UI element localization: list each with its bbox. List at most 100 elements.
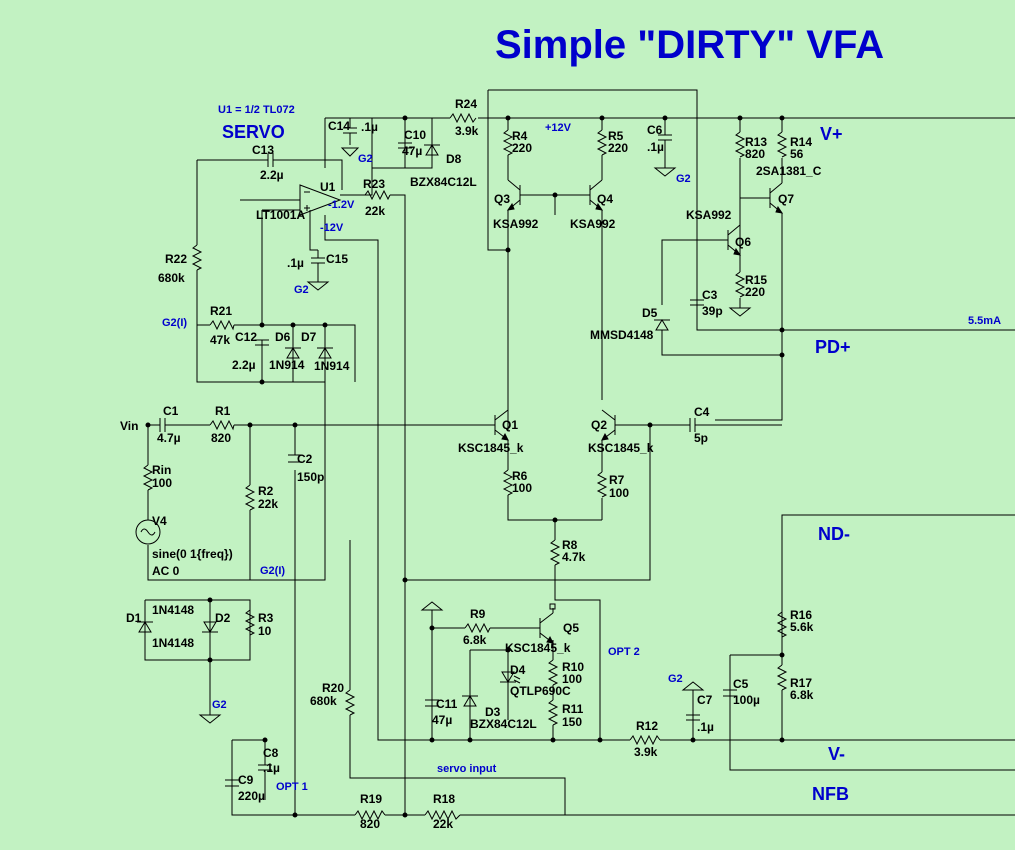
r15-value: 220: [745, 285, 765, 299]
q7-value: 2SA1381_C: [756, 164, 822, 178]
rin-value: 100: [152, 476, 172, 490]
g2-label: G2: [212, 699, 227, 711]
d4-name: D4: [510, 663, 526, 677]
r18-symbol: [424, 809, 461, 821]
q2-value: KSC1845_k: [588, 441, 654, 455]
c5-symbol: [723, 689, 737, 697]
ground-c6: [653, 167, 677, 177]
r11-value: 150: [562, 715, 582, 729]
d7-symbol: [317, 347, 333, 359]
r3-name: R3: [258, 611, 274, 625]
d8-symbol: [424, 144, 440, 156]
c1-name: C1: [163, 404, 179, 418]
r16-symbol: [776, 611, 788, 638]
g2i-label: G2(I): [162, 317, 187, 329]
c9-name: C9: [238, 773, 254, 787]
capacitors: [159, 118, 737, 800]
vneg-label: V-: [828, 744, 845, 764]
c13-value: 2.2µ: [260, 168, 284, 182]
r24-value: 3.9k: [455, 124, 479, 138]
r23-value: 22k: [365, 204, 385, 218]
r9-value: 6.8k: [463, 633, 487, 647]
q1-value: KSC1845_k: [458, 441, 524, 455]
q2-symbol: [601, 409, 622, 441]
labels: Simple "DIRTY" VFA U1 = 1/2 TL072 SERVO …: [120, 23, 1001, 831]
c11-symbol: [425, 699, 439, 707]
r19-symbol: [354, 809, 386, 821]
r4-symbol: [502, 129, 514, 156]
r17-value: 6.8k: [790, 688, 814, 702]
c15-name: C15: [326, 252, 348, 266]
c3-value: 39p: [702, 304, 723, 318]
r8-name: R8: [562, 538, 578, 552]
r2-name: R2: [258, 484, 274, 498]
d5-symbol: [654, 319, 670, 331]
c14-symbol: [343, 118, 357, 145]
resistors: [142, 112, 788, 821]
r8-symbol: [549, 539, 561, 566]
c3-name: C3: [702, 288, 718, 302]
r3-value: 10: [258, 624, 272, 638]
d8-value: BZX84C12L: [410, 175, 477, 189]
m12b-label: -1.2V: [328, 199, 355, 211]
c2-name: C2: [297, 452, 313, 466]
r6-name: R6: [512, 469, 528, 483]
p12-label: +12V: [545, 122, 572, 134]
r10-symbol: [547, 659, 559, 686]
c4-name: C4: [694, 405, 710, 419]
c1-symbol: [159, 418, 168, 432]
q4-symbol: [582, 179, 604, 211]
grounds: [198, 147, 752, 724]
c15-value: .1µ: [287, 256, 304, 270]
ground-q5: [420, 601, 444, 628]
d6-name: D6: [275, 330, 291, 344]
c7-name: C7: [697, 693, 713, 707]
c14-name: C14: [328, 119, 350, 133]
r20-symbol: [344, 689, 356, 716]
ground-c15: [306, 281, 330, 291]
r24-symbol: [449, 112, 477, 124]
ground-r15: [728, 307, 752, 317]
r22-name: R22: [165, 252, 187, 266]
r16-value: 5.6k: [790, 620, 814, 634]
r5-symbol: [596, 129, 608, 156]
ndneg-label: ND-: [818, 524, 850, 544]
r24-name: R24: [455, 97, 477, 111]
r11-symbol: [547, 699, 559, 726]
junction-dots: [145, 115, 785, 818]
r6-value: 100: [512, 481, 532, 495]
current-label: 5.5mA: [968, 315, 1001, 327]
c4-symbol: [689, 418, 705, 432]
d5-value: MMSD4148: [590, 328, 654, 342]
q6-value: KSA992: [686, 208, 732, 222]
c12-name: C12: [235, 330, 257, 344]
c5-name: C5: [733, 677, 749, 691]
q4-value: KSA992: [570, 217, 616, 231]
r3-symbol: [244, 609, 256, 636]
u1-value: LT1001A: [256, 208, 305, 222]
c12-symbol: [255, 339, 269, 346]
r1-value: 820: [211, 431, 231, 445]
c10-symbol: [398, 118, 412, 149]
r13-value: 820: [745, 147, 765, 161]
r9-name: R9: [470, 607, 486, 621]
q7-name: Q7: [778, 192, 794, 206]
diodes: [137, 144, 670, 707]
r20-value: 680k: [310, 694, 337, 708]
r9-symbol: [464, 622, 491, 634]
c4-value: 5p: [694, 431, 708, 445]
d3-name: D3: [485, 705, 501, 719]
d7-name: D7: [301, 330, 317, 344]
r5-value: 220: [608, 141, 628, 155]
d4-symbol: [500, 671, 521, 684]
r2-value: 22k: [258, 497, 278, 511]
c6-value: .1µ: [647, 140, 664, 154]
rin-symbol: [142, 464, 154, 491]
c11-value: 47µ: [432, 713, 452, 727]
r13-name: R13: [745, 135, 767, 149]
c8-symbol: [258, 764, 272, 800]
c6-symbol: [658, 128, 672, 148]
d2-name: D2: [215, 611, 231, 625]
d7-value: 1N914: [314, 359, 350, 373]
